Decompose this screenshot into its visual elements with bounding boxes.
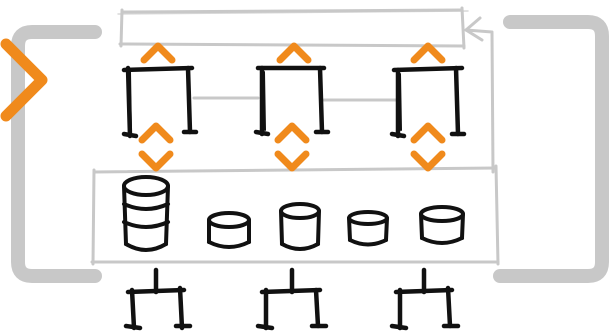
server-3	[389, 65, 467, 139]
arrow-down-mid-3	[410, 150, 446, 172]
arrow-up-top-2	[276, 42, 312, 64]
client-3	[389, 267, 461, 331]
outer-frame-left	[11, 25, 102, 283]
arrow-up-mid-1	[138, 122, 174, 144]
server-1	[121, 65, 199, 139]
arrow-up-top-3	[410, 42, 446, 64]
server-box-icon	[121, 65, 467, 139]
server-2	[253, 65, 331, 137]
database-5	[419, 205, 465, 245]
client-2	[255, 267, 329, 331]
database-1	[122, 175, 170, 252]
arrow-down-mid-2	[274, 150, 310, 172]
arrow-up-mid-3	[410, 122, 446, 144]
database-2	[207, 211, 251, 249]
client-1	[123, 267, 193, 331]
up-down-arrows-icon	[138, 42, 446, 172]
database-3	[279, 202, 321, 251]
arrow-down-mid-1	[138, 150, 174, 172]
arrow-up-mid-2	[274, 122, 310, 144]
chevron-right-icon	[0, 38, 48, 122]
server-links	[192, 96, 398, 102]
arrow-up-top-1	[140, 42, 176, 64]
database-4	[347, 210, 389, 247]
client-terminal-icon	[123, 267, 461, 331]
database-cylinder-icon	[122, 175, 465, 252]
top-layer-box	[117, 6, 469, 50]
outer-loop-frame	[11, 15, 609, 283]
return-loop-line	[464, 16, 495, 174]
outer-frame-right	[493, 15, 609, 283]
